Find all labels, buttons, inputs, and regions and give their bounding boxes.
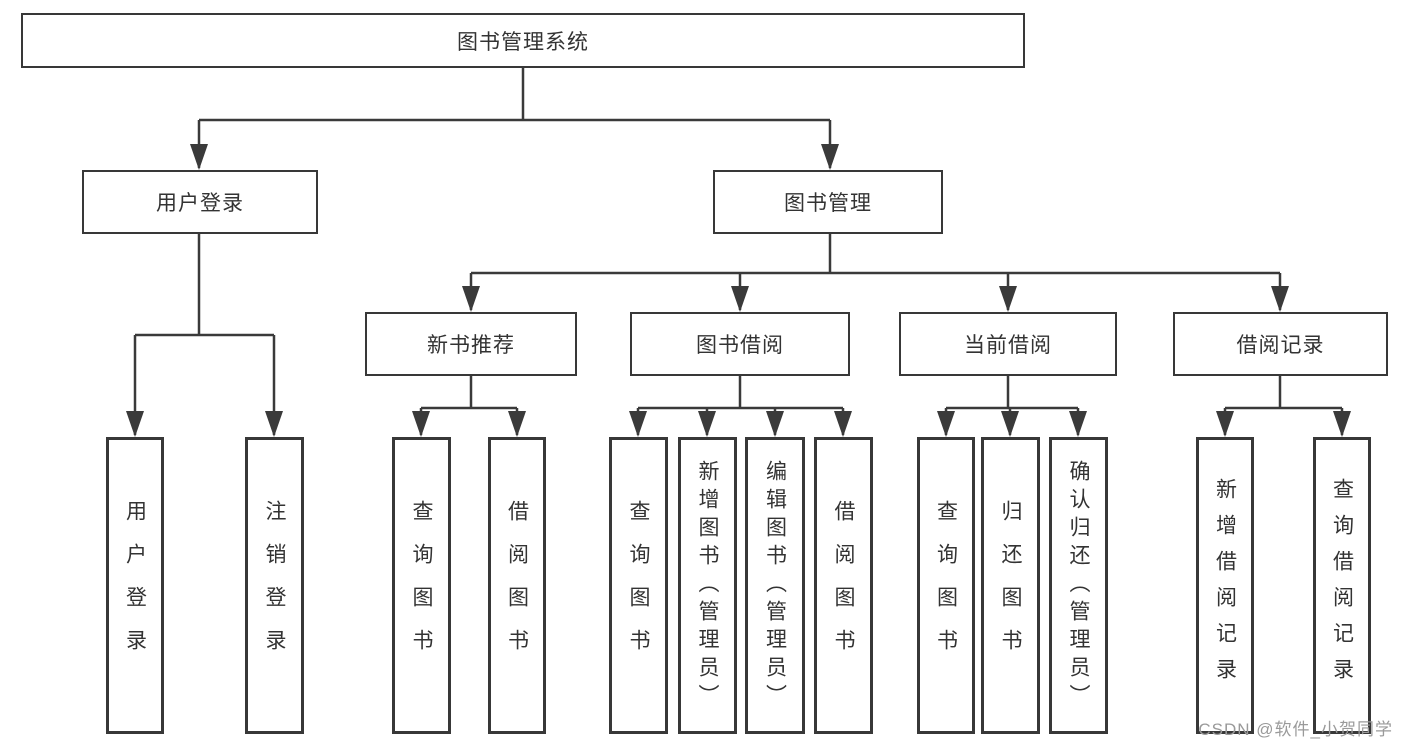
leaf-user-login-login: 用户登录 [106, 437, 164, 734]
connector-borrow-records-to-leaves [1216, 376, 1351, 437]
leaf-borrow-records-query: 查询借阅记录 [1313, 437, 1371, 734]
leaf-book-borrow-edit-admin: 编辑图书（管理员） [745, 437, 805, 734]
leaf-label: 确认归还（管理员） [1067, 459, 1090, 712]
node-new-books-label: 新书推荐 [427, 334, 515, 357]
arrowhead-icon [698, 411, 716, 437]
leaf-new-books-borrow: 借阅图书 [488, 437, 546, 734]
node-user-login: 用户登录 [82, 170, 318, 234]
arrowhead-icon [766, 411, 784, 437]
arrowhead-icon [1271, 286, 1289, 312]
arrowhead-icon [1001, 411, 1019, 437]
connector-current-borrow-to-leaves [937, 376, 1087, 437]
node-borrow-records: 借阅记录 [1173, 312, 1388, 376]
node-book-mgmt-label: 图书管理 [784, 192, 872, 215]
node-new-books: 新书推荐 [365, 312, 577, 376]
leaf-book-borrow-query: 查询图书 [609, 437, 668, 734]
node-book-mgmt: 图书管理 [713, 170, 943, 234]
node-user-login-label: 用户登录 [156, 192, 244, 215]
arrowhead-icon [462, 286, 480, 312]
leaf-borrow-records-add: 新增借阅记录 [1196, 437, 1254, 734]
leaf-book-borrow-add-admin: 新增图书（管理员） [678, 437, 737, 734]
leaf-label: 查询图书 [410, 499, 433, 672]
node-current-borrow-label: 当前借阅 [964, 334, 1052, 357]
connector-book-mgmt-to-children [462, 234, 1289, 312]
connector-root-to-children [190, 68, 839, 170]
leaf-label: 用户登录 [123, 499, 147, 672]
node-book-borrow: 图书借阅 [630, 312, 850, 376]
leaf-current-borrow-return: 归还图书 [981, 437, 1040, 734]
arrowhead-icon [508, 411, 526, 437]
leaf-label: 借阅图书 [505, 499, 529, 672]
leaf-label: 新增借阅记录 [1213, 477, 1237, 694]
leaf-label: 编辑图书（管理员） [763, 459, 787, 712]
leaf-label: 查询借阅记录 [1330, 477, 1354, 694]
arrowhead-icon [1333, 411, 1351, 437]
csdn-watermark: CSDN @软件_小贺同学 [1198, 720, 1393, 739]
arrowhead-icon [265, 411, 283, 437]
node-borrow-records-label: 借阅记录 [1236, 334, 1325, 357]
node-root: 图书管理系统 [21, 13, 1025, 68]
leaf-label: 借阅图书 [832, 499, 855, 672]
arrowhead-icon [190, 144, 208, 170]
arrowhead-icon [999, 286, 1017, 312]
leaf-label: 注销登录 [263, 499, 286, 672]
arrowhead-icon [1216, 411, 1234, 437]
node-root-label: 图书管理系统 [457, 30, 589, 54]
connector-book-borrow-to-leaves [629, 376, 852, 437]
arrowhead-icon [126, 411, 144, 437]
arrowhead-icon [412, 411, 430, 437]
node-book-borrow-label: 图书借阅 [696, 334, 784, 357]
arrowhead-icon [821, 144, 839, 170]
leaf-label: 新增图书（管理员） [696, 459, 719, 712]
arrowhead-icon [629, 411, 647, 437]
leaf-label: 查询图书 [627, 499, 650, 672]
leaf-current-borrow-confirm-admin: 确认归还（管理员） [1049, 437, 1108, 734]
connector-user-login-to-leaves [126, 234, 283, 437]
node-current-borrow: 当前借阅 [899, 312, 1117, 376]
leaf-book-borrow-borrow: 借阅图书 [814, 437, 873, 734]
leaf-user-login-logout: 注销登录 [245, 437, 304, 734]
leaf-current-borrow-query: 查询图书 [917, 437, 975, 734]
leaf-label: 归还图书 [999, 499, 1022, 672]
leaf-label: 查询图书 [934, 499, 958, 672]
arrowhead-icon [834, 411, 852, 437]
connector-new-books-to-leaves [412, 376, 526, 437]
arrowhead-icon [937, 411, 955, 437]
arrowhead-icon [1069, 411, 1087, 437]
leaf-new-books-query: 查询图书 [392, 437, 451, 734]
arrowhead-icon [731, 286, 749, 312]
